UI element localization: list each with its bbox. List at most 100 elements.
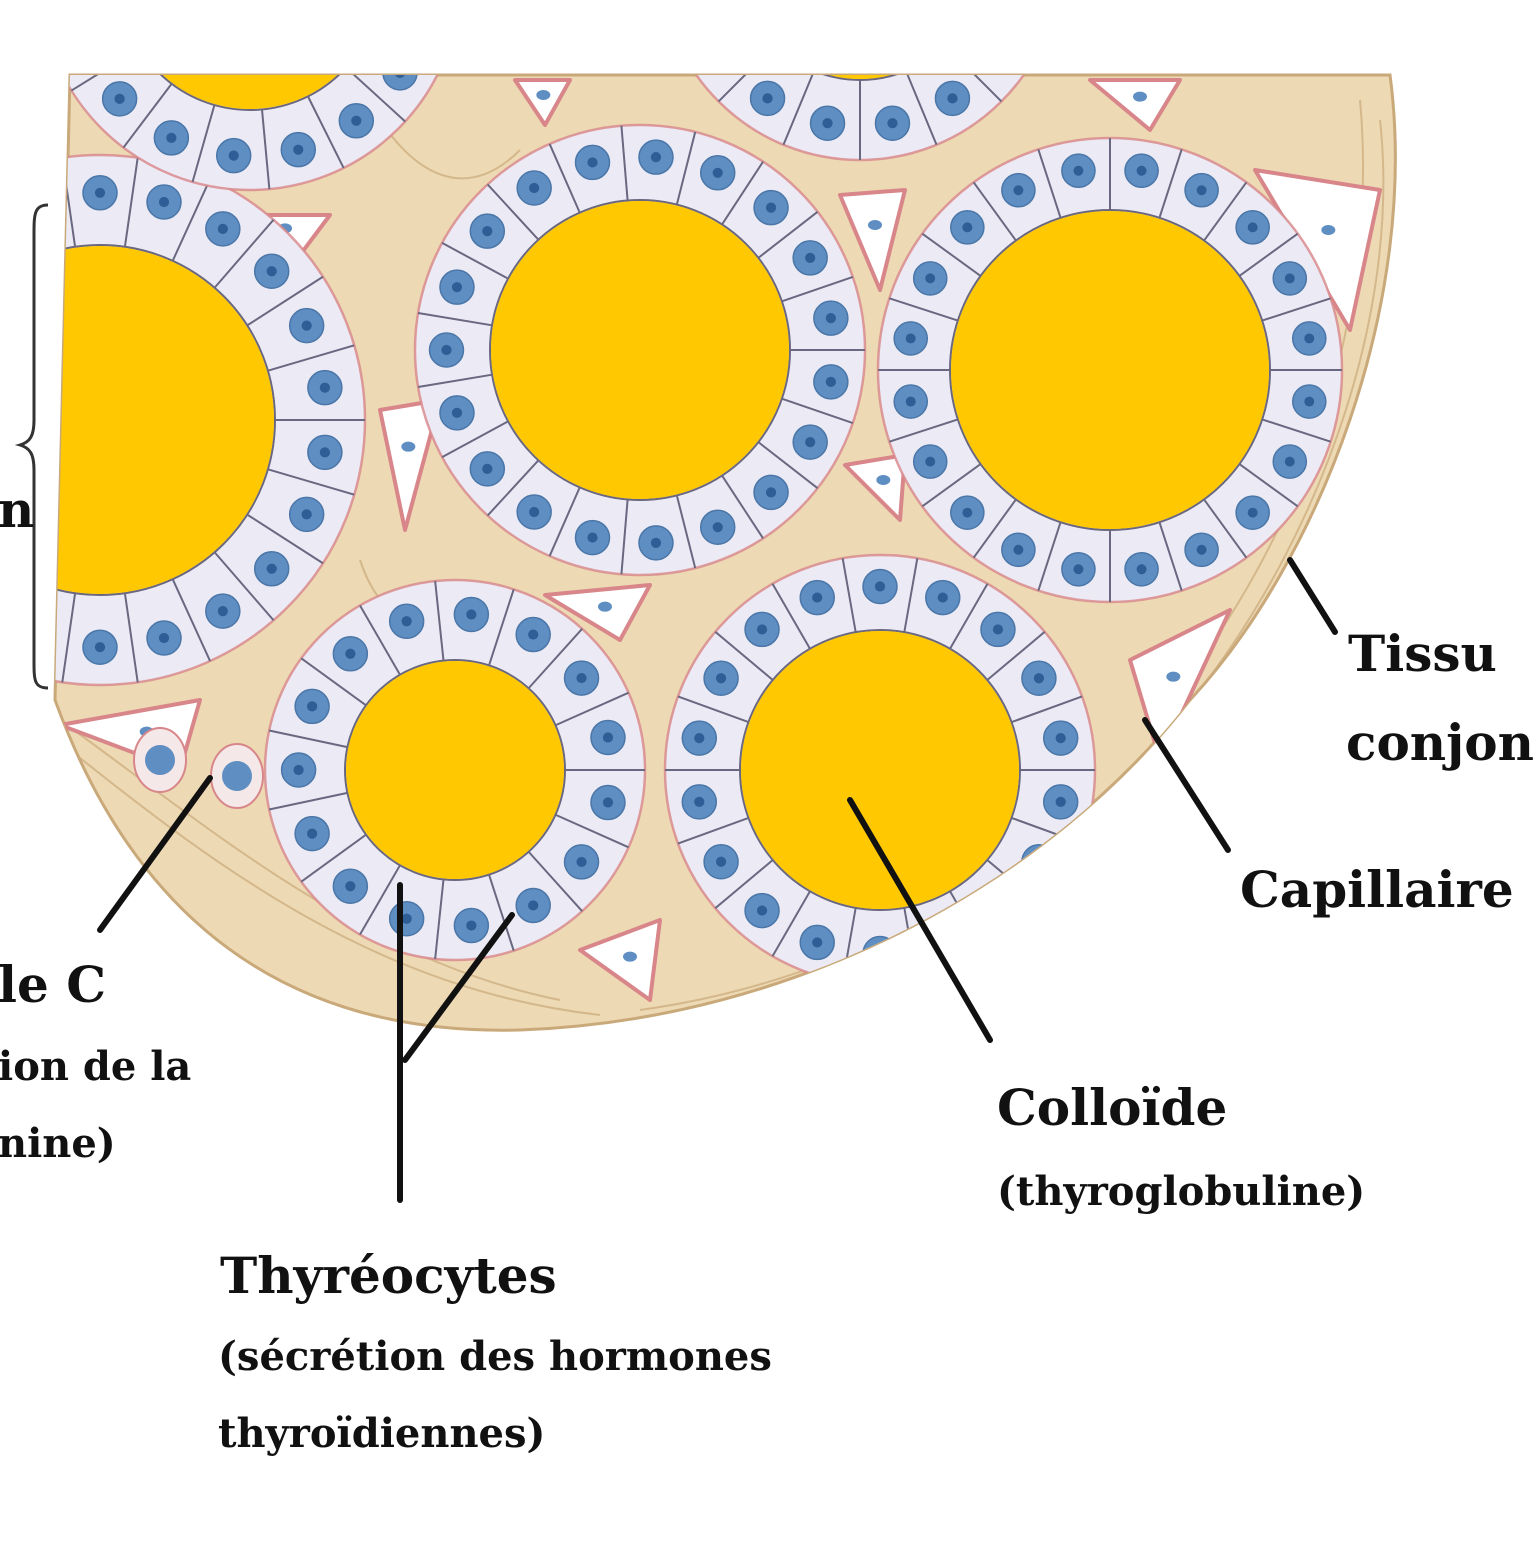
- cell-wall: [1238, 463, 1299, 508]
- follicle-1: [876, 136, 1344, 604]
- follicle-5: [55, 27, 462, 192]
- capillary-2: [838, 188, 907, 292]
- label-thyreocytes-title: Thyréocytes: [220, 1246, 557, 1305]
- cell-wall: [488, 588, 515, 666]
- cell-wall: [721, 475, 764, 539]
- nucleolus: [307, 828, 318, 839]
- nucleolus: [825, 376, 836, 387]
- cell-wall: [620, 125, 629, 201]
- nucleolus: [158, 632, 170, 644]
- nucleus: [862, 935, 898, 972]
- fiber-1: [69, 749, 601, 1016]
- cell-wall: [1158, 149, 1183, 219]
- leader-lines: [97, 557, 1338, 1203]
- capillary-nucleus-10: [623, 951, 637, 962]
- nucleolus: [905, 396, 916, 407]
- cell-wall: [267, 468, 355, 496]
- nucleolus: [114, 93, 125, 104]
- nucleolus: [762, 93, 773, 104]
- cell-wall: [921, 232, 982, 277]
- nucleolus: [937, 937, 948, 948]
- label-capillaire: Capillaire: [1240, 860, 1514, 919]
- cell-wall: [986, 859, 1046, 909]
- cell-wall: [620, 499, 629, 575]
- cell-wall: [675, 6, 749, 37]
- colloid: [951, 211, 1269, 529]
- nucleolus: [1304, 396, 1315, 407]
- fiber-0: [59, 719, 561, 1001]
- leader-line-0: [97, 775, 213, 933]
- nucleolus: [401, 616, 412, 627]
- cell-wall: [0, 579, 27, 661]
- c-cell-nucleus-1: [145, 745, 175, 775]
- nucleus: [705, 35, 739, 69]
- cell-wall: [70, 75, 140, 92]
- cell-wall: [841, 558, 857, 633]
- cell-wall: [555, 691, 629, 727]
- nucleolus: [217, 606, 228, 617]
- nucleolus: [576, 856, 587, 868]
- colloid: [55, 246, 274, 594]
- nucleolus: [576, 672, 587, 684]
- nucleolus: [812, 937, 823, 948]
- nucleolus: [1013, 185, 1024, 196]
- nucleolus: [1304, 333, 1315, 344]
- capillary-4: [1128, 608, 1232, 762]
- nucleolus: [351, 115, 362, 126]
- cell-wall: [417, 373, 493, 389]
- nucleolus: [712, 167, 723, 178]
- nucleolus: [937, 592, 948, 603]
- nucleolus: [993, 47, 1003, 57]
- cell-wall: [781, 275, 854, 303]
- nucleolus: [307, 701, 318, 712]
- nucleolus: [694, 733, 705, 744]
- cell-wall: [122, 83, 173, 149]
- nucleolus: [466, 920, 477, 931]
- cell-wall: [1261, 418, 1331, 443]
- capillary-nucleus-7: [1133, 91, 1147, 102]
- cell-wall: [307, 95, 345, 169]
- label-thyreocytes-desc-1: (sécrétion des hormones: [218, 1333, 772, 1380]
- cell-wall: [944, 75, 1003, 103]
- cell-wall: [1238, 232, 1299, 277]
- capillary-nucleus-0: [401, 441, 416, 452]
- capillary-7: [1088, 78, 1182, 132]
- nucleolus: [947, 93, 958, 104]
- cell-wall: [889, 418, 959, 443]
- nucleolus: [1033, 856, 1045, 867]
- cell-wall: [1261, 297, 1331, 322]
- nucleolus: [1284, 273, 1295, 284]
- nucleolus: [712, 522, 723, 533]
- nucleolus: [345, 648, 356, 659]
- cell-wall: [1011, 695, 1083, 724]
- cell-wall: [527, 851, 583, 912]
- nucleolus: [650, 537, 662, 548]
- nucleolus: [1284, 456, 1295, 467]
- nucleolus: [587, 157, 598, 168]
- cell-wall: [782, 75, 816, 146]
- capillary-nucleus-3: [1321, 225, 1336, 235]
- cell-wall: [714, 631, 774, 681]
- cell-wall: [677, 695, 749, 724]
- cell-wall: [300, 657, 367, 707]
- nucleolus: [925, 456, 936, 467]
- nucleolus: [694, 796, 705, 807]
- colloid: [346, 661, 564, 879]
- label-tissu: Tissu: [1348, 624, 1497, 683]
- label-follicle-fragment: n: [0, 480, 35, 539]
- nucleolus: [874, 948, 886, 959]
- nucleolus: [805, 436, 816, 448]
- cell-wall: [971, 6, 1045, 37]
- cell-wall: [123, 157, 139, 247]
- cell-wall: [771, 583, 811, 650]
- cell-wall: [548, 143, 581, 214]
- nucleolus: [466, 609, 477, 620]
- nucleolus: [805, 252, 816, 264]
- nucleolus: [650, 152, 662, 163]
- cell-wall: [246, 513, 324, 565]
- nucleolus: [451, 282, 463, 293]
- nucleolus: [756, 624, 768, 635]
- nucleus: [69, 27, 103, 61]
- cell-wall: [260, 109, 271, 190]
